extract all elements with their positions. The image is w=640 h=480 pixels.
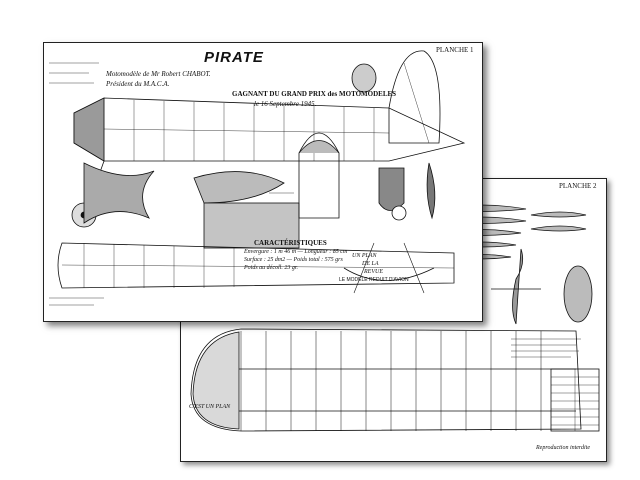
un-plan: UN PLAN bbox=[352, 253, 377, 259]
wing-top-view bbox=[57, 242, 455, 289]
rib-outline bbox=[298, 132, 340, 219]
plan-subtitle-2: Président du M.A.C.A. bbox=[106, 80, 170, 88]
plan-2-footer: Reproduction interdite bbox=[536, 445, 591, 451]
plan-sheet-1-drawing bbox=[49, 50, 466, 306]
wing-planform bbox=[190, 328, 582, 432]
characteristics-2: Surface : 25 dm2 — Poids total : 575 grs bbox=[244, 257, 343, 263]
characteristics-1: Envergure : 1 m 46 m — Longueur : 85 cm bbox=[244, 249, 348, 255]
rudder bbox=[388, 50, 441, 144]
plan-subtitle-1: Motomodèle de Mr Robert CHABOT. bbox=[106, 70, 211, 78]
de-la: DE LA bbox=[362, 261, 379, 267]
plan-2-label: PLANCHE 2 bbox=[559, 182, 597, 190]
plan-sheet-2-drawing bbox=[190, 204, 600, 432]
plan-1-label: PLANCHE 1 bbox=[436, 46, 474, 54]
plan-date: le 16 Septembre 1945. bbox=[254, 100, 317, 108]
characteristics-3: Poids au décoll. 23 gr. bbox=[244, 265, 298, 271]
characteristics-heading: CARACTÉRISTIQUES bbox=[254, 239, 327, 247]
plan-subtitle-3: GAGNANT DU GRAND PRIX des MOTOMODELES bbox=[232, 90, 397, 98]
plan-2-un-plan: C'EST UN PLAN bbox=[189, 404, 231, 410]
revue-name: LE MODELE REDUIT D'AVION bbox=[339, 277, 409, 283]
revue: REVUE bbox=[364, 269, 383, 275]
plan-title: PIRATE bbox=[204, 49, 264, 66]
plan-sheet-1: PIRATE Motomodèle de Mr Robert CHABOT. P… bbox=[43, 42, 483, 322]
